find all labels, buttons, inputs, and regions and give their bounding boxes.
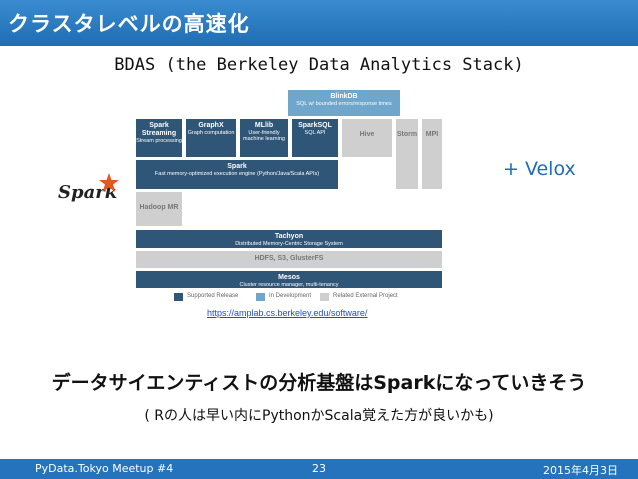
blinkdb-sub: SQL w/ bounded errors/response times bbox=[296, 101, 392, 107]
legend-swatch-in-dev bbox=[256, 293, 265, 301]
tachyon-sub: Distributed Memory-Centric Storage Syste… bbox=[235, 241, 343, 247]
footer-bar: PyData.Tokyo Meetup #4 23 2015年4月3日 bbox=[0, 459, 638, 479]
title-bar: クラスタレベルの高速化 bbox=[0, 0, 638, 46]
legend-label-supported: Supported Release bbox=[187, 293, 239, 299]
hive-title: Hive bbox=[359, 131, 375, 138]
footer-event: PyData.Tokyo Meetup #4 bbox=[35, 462, 174, 475]
main-statement: データサイエンティストの分析基盤はSparkになっていきそう bbox=[51, 372, 587, 394]
storm-block: Storm bbox=[396, 119, 418, 189]
mesos-block: Mesos Cluster resource manager, multi-te… bbox=[136, 271, 442, 288]
hive-block: Hive bbox=[342, 119, 392, 157]
footer-date: 2015年4月3日 bbox=[543, 464, 618, 477]
spark-core-sub: Fast memory-optimized execution engine (… bbox=[154, 171, 320, 177]
legend-label-in-dev: In Development bbox=[269, 293, 312, 299]
sparksql-block: SparkSQL SQL API bbox=[292, 119, 338, 157]
spark-logo-text: Spark bbox=[58, 182, 118, 203]
spark-streaming-sub: Stream processing bbox=[136, 138, 182, 144]
hadoop-mr-title: Hadoop MR bbox=[139, 204, 179, 211]
storage-title: HDFS, S3, GlusterFS bbox=[254, 255, 324, 262]
subtitle: BDAS (the Berkeley Data Analytics Stack) bbox=[114, 55, 524, 75]
mpi-title: MPI bbox=[425, 131, 439, 138]
tachyon-block: Tachyon Distributed Memory-Centric Stora… bbox=[136, 230, 442, 248]
slide-title: クラスタレベルの高速化 bbox=[8, 12, 250, 36]
star-icon bbox=[99, 173, 119, 192]
graphx-block: GraphX Graph computation bbox=[186, 119, 236, 157]
mesos-title: Mesos bbox=[278, 274, 300, 281]
hadoop-mr-block: Hadoop MR bbox=[136, 192, 182, 226]
sparksql-sub: SQL API bbox=[304, 130, 326, 136]
legend-label-related: Related External Project bbox=[333, 293, 398, 299]
mesos-sub: Cluster resource manager, multi-tenancy bbox=[239, 282, 339, 288]
sparksql-title: SparkSQL bbox=[298, 122, 332, 129]
graphx-title: GraphX bbox=[198, 122, 224, 129]
spark-core-block: Spark Fast memory-optimized execution en… bbox=[136, 160, 338, 189]
software-link[interactable]: https://amplab.cs.berkeley.edu/software/ bbox=[207, 308, 368, 318]
storage-block: HDFS, S3, GlusterFS bbox=[136, 251, 442, 268]
side-note: ( Rの人は早い内にPythonかScala覚えた方が良いかも) bbox=[144, 408, 494, 424]
footer-page-number: 23 bbox=[312, 462, 326, 475]
blinkdb-title: BlinkDB bbox=[330, 93, 358, 100]
blinkdb-block: BlinkDB SQL w/ bounded errors/response t… bbox=[288, 90, 400, 116]
diagram-legend: Supported Release In Development Related… bbox=[174, 292, 434, 302]
storm-title: Storm bbox=[396, 131, 418, 138]
graphx-sub: Graph computation bbox=[187, 130, 235, 136]
legend-swatch-related bbox=[320, 293, 329, 301]
tachyon-title: Tachyon bbox=[274, 233, 304, 240]
mllib-block: MLlib User-friendly machine learning bbox=[240, 119, 288, 157]
mllib-sub: User-friendly machine learning bbox=[243, 130, 285, 142]
spark-logo: Spark bbox=[58, 172, 130, 210]
spark-core-title: Spark bbox=[227, 163, 247, 170]
spark-streaming-block: Spark Streaming Stream processing bbox=[136, 119, 182, 157]
mpi-block: MPI bbox=[422, 119, 442, 189]
spark-streaming-title: Spark Streaming bbox=[141, 122, 177, 137]
bdas-diagram: BlinkDB SQL w/ bounded errors/response t… bbox=[136, 90, 446, 310]
legend-swatch-supported bbox=[174, 293, 183, 301]
mllib-title: MLlib bbox=[254, 122, 274, 129]
velox-label: + Velox bbox=[503, 158, 576, 180]
